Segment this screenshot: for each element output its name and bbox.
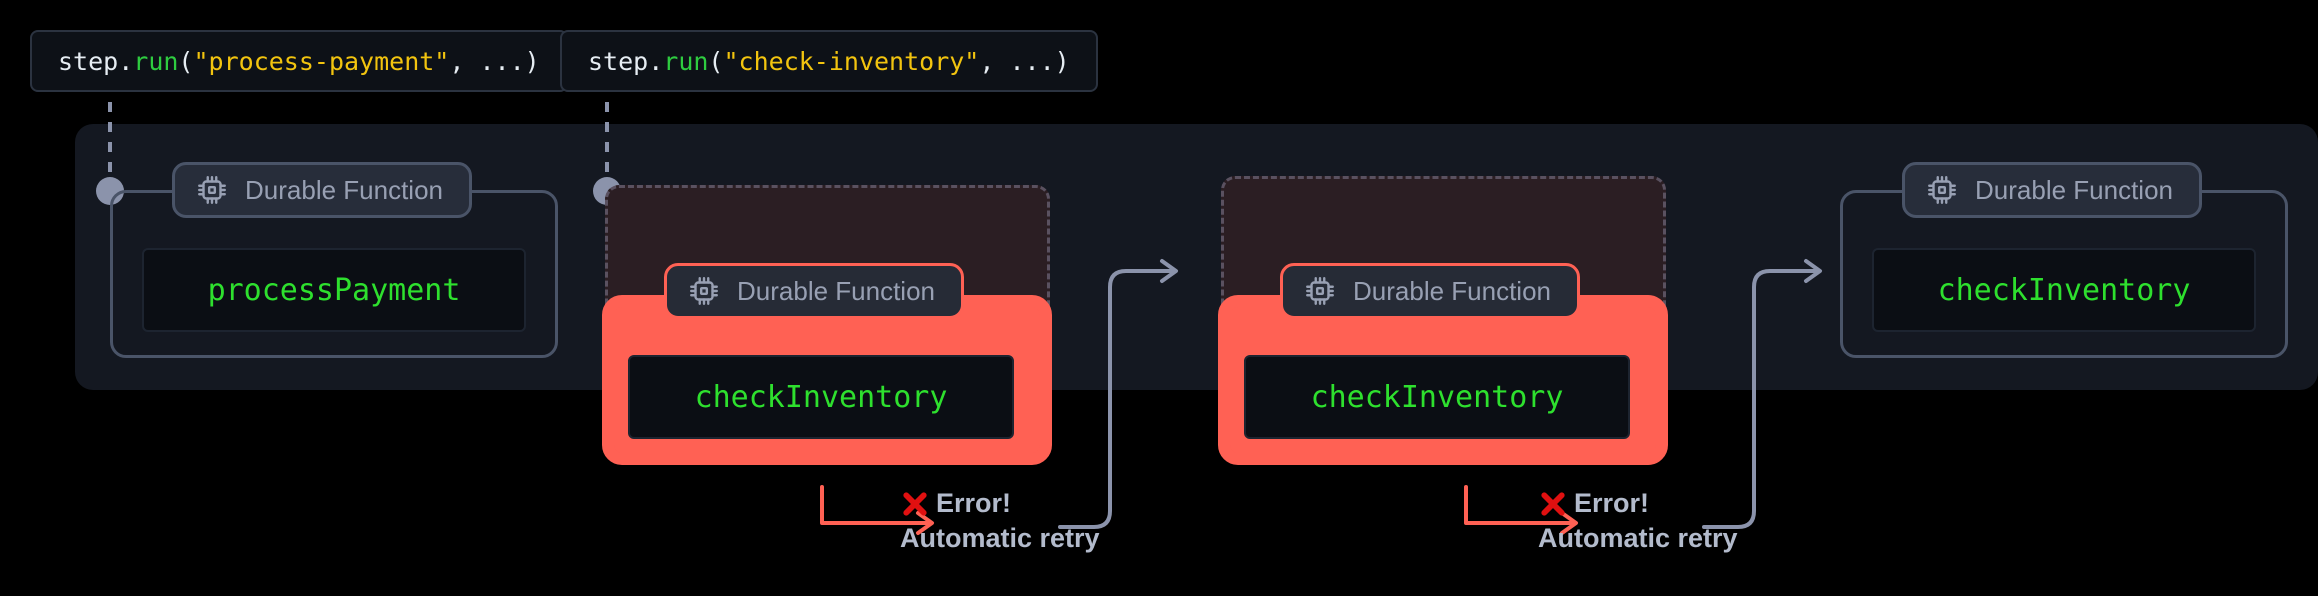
code-token-rest: , ...) (979, 46, 1070, 76)
chip-icon (1303, 274, 1337, 308)
durable-function-badge: Durable Function (172, 162, 472, 218)
durable-function-badge: Durable Function (1280, 263, 1580, 319)
error-note-2: Error! Automatic retry (1538, 488, 1738, 554)
connector-dashed-line-2 (605, 82, 609, 186)
step-code-box: checkInventory (1244, 355, 1630, 439)
step-check-inventory-attempt-2[interactable]: Durable Function checkInventory (1218, 263, 1668, 465)
code-token-function: run (663, 46, 709, 76)
durable-function-badge-label: Durable Function (1353, 275, 1551, 306)
code-label-process-payment: step.run("process-payment", ...) (30, 30, 568, 92)
step-check-inventory-attempt-3[interactable]: Durable Function checkInventory (1840, 162, 2288, 358)
chip-icon (687, 274, 721, 308)
error-headline: Error! (1538, 488, 1738, 519)
code-token-open-paren: ( (178, 46, 194, 76)
step-code-box: checkInventory (1872, 248, 2256, 332)
step-code-box: checkInventory (628, 355, 1014, 439)
step-check-inventory-attempt-1[interactable]: Durable Function checkInventory (602, 263, 1052, 465)
code-token-rest: , ...) (449, 46, 540, 76)
chip-icon (195, 173, 229, 207)
durable-function-badge: Durable Function (664, 263, 964, 319)
code-token-prefix: step. (588, 46, 664, 76)
step-code-box: processPayment (142, 248, 526, 332)
code-token-open-paren: ( (708, 46, 724, 76)
code-token-string: "process-payment" (193, 46, 450, 76)
code-token-function: run (133, 46, 179, 76)
durable-function-badge-label: Durable Function (1975, 174, 2173, 205)
step-process-payment[interactable]: Durable Function processPayment (110, 162, 558, 358)
durable-function-badge-label: Durable Function (737, 275, 935, 306)
error-label: Error! (1574, 488, 1650, 518)
code-label-check-inventory: step.run("check-inventory", ...) (560, 30, 1098, 92)
code-token-string: "check-inventory" (723, 46, 980, 76)
connector-dashed-line-1 (108, 82, 112, 186)
durable-function-badge: Durable Function (1902, 162, 2202, 218)
x-mark-icon (900, 489, 930, 519)
error-label: Error! (936, 488, 1012, 518)
automatic-retry-label: Automatic retry (1538, 523, 1738, 553)
chip-icon (1925, 173, 1959, 207)
code-token-prefix: step. (58, 46, 134, 76)
error-headline: Error! (900, 488, 1100, 519)
automatic-retry-label: Automatic retry (900, 523, 1100, 553)
durable-function-badge-label: Durable Function (245, 174, 443, 205)
x-mark-icon (1538, 489, 1568, 519)
error-note-1: Error! Automatic retry (900, 488, 1100, 554)
